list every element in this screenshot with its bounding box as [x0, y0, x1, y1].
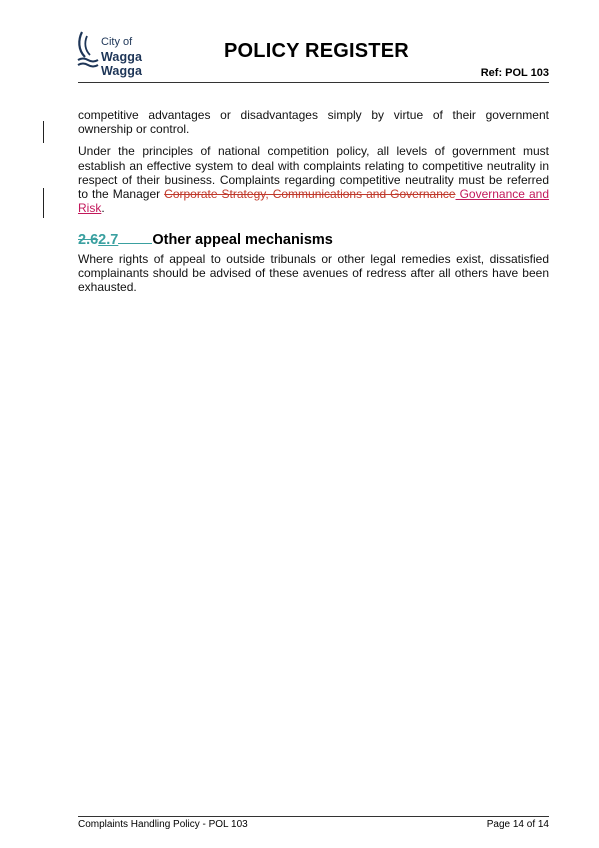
paragraph-text: Under the principles of national competi… — [78, 144, 549, 202]
paragraph-appeal-mechanisms: Where rights of appeal to outside tribun… — [78, 251, 549, 295]
document-body: competitive advantages or disadvantages … — [78, 108, 549, 302]
heading-number-inserted: 2.7 — [98, 232, 119, 249]
heading-title: Other appeal mechanisms — [152, 232, 333, 249]
heading-tab-marker — [118, 233, 153, 245]
footer-document-name: Complaints Handling Policy - POL 103 — [78, 819, 248, 830]
section-heading: 2.62.7 Other appeal mechanisms — [78, 232, 549, 249]
revision-change-bar — [43, 121, 44, 143]
paragraph-competition-policy: Under the principles of national competi… — [78, 144, 549, 215]
tracked-deletion: Corporate Strategy, Communications and G… — [164, 187, 456, 202]
logo-name-text: Wagga Wagga — [101, 50, 143, 78]
heading-number-deleted: 2.6 — [78, 232, 99, 249]
policy-reference: Ref: POL 103 — [480, 67, 549, 79]
tracked-insertion: Governance and Risk — [78, 187, 550, 216]
revision-change-bar — [43, 188, 44, 218]
wagga-wagga-wave-logo-icon — [77, 31, 99, 68]
footer-page-number: Page 14 of 14 — [486, 819, 549, 830]
footer-divider — [78, 816, 549, 817]
paragraph-competitive-advantages: competitive advantages or disadvantages … — [78, 108, 549, 137]
logo-city-text: City of — [101, 36, 133, 48]
paragraph-end: . — [101, 201, 105, 216]
header-divider — [78, 82, 549, 83]
document-title: POLICY REGISTER — [224, 40, 409, 62]
city-logo: City of Wagga Wagga — [76, 30, 186, 78]
